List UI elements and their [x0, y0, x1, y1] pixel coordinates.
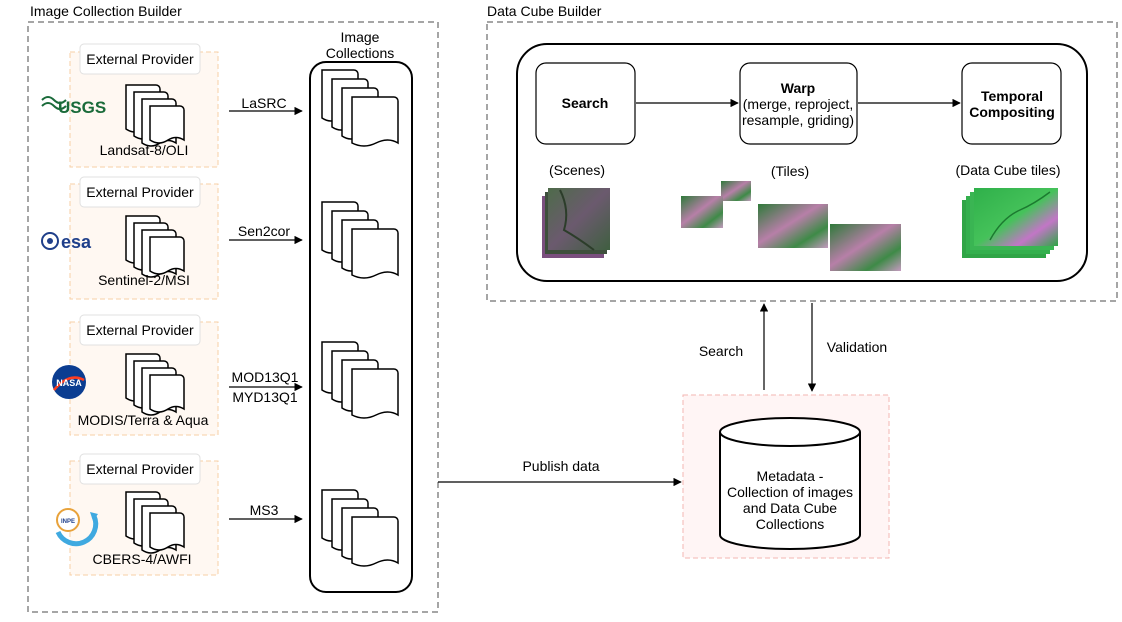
collection-stack-icon [321, 489, 399, 567]
cube-builder-title: Data Cube Builder [487, 3, 602, 19]
search-step-title: Search [562, 95, 609, 111]
tiles-caption: (Tiles) [771, 163, 809, 179]
collection-stack-icon [321, 201, 399, 279]
warp-step-box [739, 62, 858, 145]
temporal-step-title-2: Compositing [969, 104, 1055, 120]
esa-logo-text: esa [61, 232, 92, 252]
provider-landsat: External Provider Landsat-8/OLI [69, 43, 219, 168]
image-collections-title-2: Collections [326, 45, 394, 61]
external-provider-label [79, 43, 201, 75]
nasa-logo-text: NASA [56, 378, 82, 388]
metadata-line-4: Collections [756, 516, 824, 532]
metadata-line-1: Metadata - [757, 468, 824, 484]
collection-stack-icon [321, 69, 399, 147]
usgs-logo-text: USGS [58, 98, 106, 117]
temporal-step-title-1: Temporal [981, 88, 1043, 104]
image-collections-title-1: Image [341, 29, 380, 45]
process-label-sen2cor: Sen2cor [238, 223, 290, 239]
metadata-line-3: and Data Cube [743, 500, 837, 516]
external-provider-label [79, 176, 201, 208]
cube-tiles-caption: (Data Cube tiles) [955, 162, 1060, 178]
nasa-logo: NASA [52, 365, 86, 399]
publish-data-label: Publish data [522, 458, 599, 474]
provider-header: External Provider [86, 184, 194, 200]
inpe-logo: INPE [55, 508, 99, 547]
provider-sentinel: External Provider Sentinel-2/MSI [69, 176, 219, 300]
provider-header: External Provider [86, 322, 194, 338]
process-label-myd13q1: MYD13Q1 [232, 389, 298, 405]
inpe-logo-text: INPE [61, 519, 75, 525]
process-label-ms3: MS3 [250, 502, 279, 518]
warp-step-desc-1: (merge, reproject, [743, 96, 853, 112]
usgs-logo: USGS [41, 96, 106, 117]
process-label-mod13q1: MOD13Q1 [232, 369, 299, 385]
tiles-mosaic [681, 181, 901, 271]
metadata-line-2: Collection of images [727, 484, 853, 500]
esa-logo: esa [41, 232, 92, 252]
metadata-database-icon [719, 417, 861, 550]
scenes-image-stack [542, 188, 610, 258]
images-stack-icon [125, 84, 185, 147]
images-stack-icon [125, 353, 185, 416]
provider-modis: External Provider MODIS/Terra & Aqua [69, 314, 219, 436]
validation-flow-label: Validation [827, 339, 887, 355]
images-stack-icon [125, 491, 185, 554]
scenes-caption: (Scenes) [549, 162, 605, 178]
warp-step-desc-2: resample, griding) [742, 112, 854, 128]
images-stack-icon [125, 215, 185, 278]
provider-header: External Provider [86, 461, 194, 477]
provider-name: Landsat-8/OLI [100, 142, 189, 158]
temporal-step-box [961, 62, 1062, 145]
external-provider-label [79, 314, 201, 346]
provider-name: CBERS-4/AWFI [92, 551, 191, 567]
provider-name: Sentinel-2/MSI [98, 272, 190, 288]
collection-builder-title: Image Collection Builder [30, 3, 182, 19]
collection-builder-panel [27, 21, 439, 613]
provider-header: External Provider [86, 51, 194, 67]
cube-tiles-stack [962, 188, 1058, 258]
cube-builder-panel [486, 21, 1118, 302]
external-provider-label [79, 453, 201, 485]
search-flow-label: Search [699, 343, 743, 359]
provider-name: MODIS/Terra & Aqua [78, 412, 209, 428]
warp-step-title: Warp [781, 80, 815, 96]
collection-stack-icon [321, 341, 399, 419]
image-collections-container [309, 61, 413, 593]
search-step-box [535, 62, 636, 145]
process-label-lasrc: LaSRC [241, 95, 286, 111]
